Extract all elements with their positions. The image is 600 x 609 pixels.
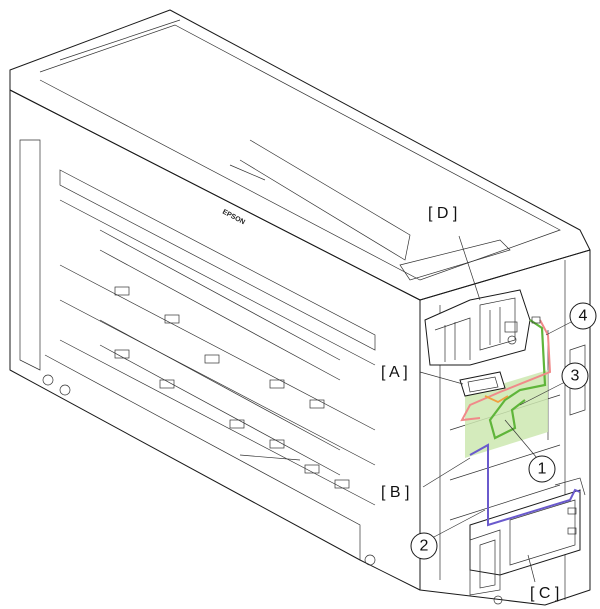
cables <box>460 316 581 527</box>
cable-1-path <box>488 319 547 440</box>
label-b: [ B ] <box>381 484 409 501</box>
cable-3-path <box>460 319 552 422</box>
label-a: [ A ] <box>381 364 408 381</box>
callout-4-number: 4 <box>579 308 588 325</box>
component-a-box <box>459 371 506 397</box>
component-d-unit <box>424 289 531 366</box>
brand-logo-text: EPSON <box>221 209 246 227</box>
leader-lines <box>419 235 576 583</box>
orange-cable-path <box>484 395 509 404</box>
label-d: [ D ] <box>428 205 457 222</box>
callout-1: 1 <box>528 455 556 483</box>
callout-1-number: 1 <box>538 461 547 478</box>
callout-3-number: 3 <box>571 368 580 385</box>
callout-2-number: 2 <box>420 538 429 555</box>
component-c-unit <box>469 477 586 596</box>
callout-4: 4 <box>569 302 597 330</box>
callout-3: 3 <box>561 362 589 390</box>
callout-2: 2 <box>410 532 438 560</box>
cable-2-path <box>469 443 581 527</box>
feed-clips <box>114 286 350 489</box>
label-c: [ C ] <box>530 585 559 602</box>
